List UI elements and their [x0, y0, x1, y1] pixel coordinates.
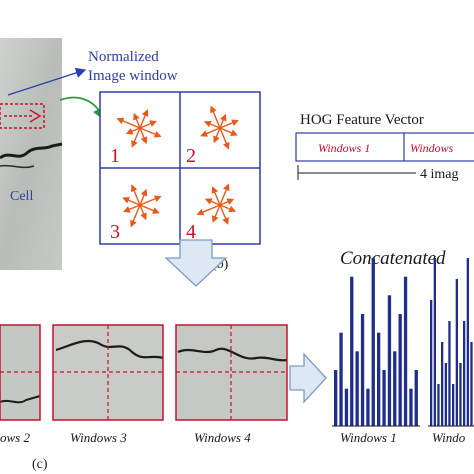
gradient-arrow [213, 127, 221, 144]
normalized-label-2: Image window [88, 68, 178, 84]
histogram-bar [452, 384, 455, 426]
window-images [0, 324, 288, 421]
panel-c-label: (c) [32, 457, 48, 472]
orientation-star-1 [116, 109, 162, 148]
gradient-arrow [139, 120, 157, 129]
gradient-arrow [116, 117, 141, 129]
gradient-arrow [123, 204, 141, 213]
normalized-label-1: Normalized [88, 49, 159, 65]
histogram-label-1: Windows 1 [340, 430, 397, 445]
gradient-arrow [219, 119, 239, 129]
cell-grid: 1 2 3 4 [99, 91, 261, 245]
gradient-arrow [211, 186, 221, 206]
histogram-bar [344, 388, 349, 426]
orientation-star-2 [200, 105, 239, 150]
histogram-bar [387, 295, 392, 426]
window-indicator [0, 103, 45, 129]
normalized-arrow [7, 67, 87, 96]
histogram-bar [444, 363, 447, 426]
window-label-3: Windows 3 [70, 430, 127, 445]
orientation-star-4 [196, 183, 237, 225]
histogram-bar [448, 321, 451, 426]
window-image-3 [52, 324, 164, 421]
gradient-arrow [203, 120, 221, 129]
histogram-bar [463, 321, 466, 426]
histogram-bar [459, 363, 462, 426]
gradient-arrow [139, 127, 162, 138]
grid-label-4: 4 [186, 221, 196, 243]
gradient-arrow [139, 204, 147, 221]
orientation-star-3 [122, 184, 162, 228]
gradient-arrow [204, 198, 221, 206]
gradient-arrow [130, 204, 141, 228]
gradient-arrow [131, 127, 141, 148]
vector-cell-1: Windows 1 [318, 141, 370, 155]
histogram-bar [393, 351, 397, 426]
histogram-bar [403, 276, 408, 426]
grid-label-3: 3 [110, 221, 120, 243]
grid-label-2: 2 [186, 145, 196, 167]
concatenated-title: Concatenated [340, 248, 446, 269]
histogram-bar [355, 351, 359, 426]
feature-vector: Windows 1 Windows 4 imag [295, 132, 474, 182]
histogram-bar [371, 258, 375, 426]
gradient-arrow [219, 127, 230, 150]
window-image-4 [175, 324, 288, 421]
histogram-bar [377, 332, 381, 426]
right-arrow [289, 352, 327, 404]
histogram-bar [441, 342, 444, 426]
histogram-bar [433, 258, 436, 426]
histogram-bar [398, 314, 402, 426]
histogram-bar [366, 388, 370, 426]
histogram-bar [382, 370, 386, 426]
histogram-bar [470, 342, 473, 426]
gradient-arrow [219, 204, 237, 213]
gradient-arrow [219, 113, 227, 129]
gradient-arrow [139, 188, 148, 206]
window-image-2 [0, 324, 41, 421]
gradient-arrow [219, 183, 230, 206]
gradient-arrow [212, 204, 221, 223]
vector-cell-2: Windows [410, 141, 454, 155]
histogram-bar [466, 258, 469, 426]
histogram-bar [334, 370, 338, 426]
cell-label: Cell [10, 189, 33, 204]
down-arrow [164, 239, 228, 287]
histogram-bar [430, 300, 433, 426]
gradient-arrow [219, 127, 238, 136]
histogram-bar [350, 276, 354, 426]
histogram-bar [409, 388, 413, 426]
histogram-bar [455, 279, 458, 426]
vector-span-label: 4 imag [420, 167, 459, 182]
grid-arrow [59, 96, 106, 122]
gradient-arrow [139, 109, 149, 129]
gradient-arrow [196, 204, 221, 216]
window-label-2: ows 2 [0, 430, 30, 445]
histogram-bar [339, 332, 343, 426]
gradient-arrow [219, 204, 229, 225]
histogram-bar [414, 370, 418, 426]
gradient-arrow [219, 198, 235, 206]
gradient-arrow [210, 105, 221, 129]
hog-title: HOG Feature Vector [300, 112, 424, 128]
gradient-arrow [125, 127, 141, 135]
gradient-arrow [139, 195, 162, 206]
gradient-arrow [200, 127, 221, 137]
histogram-bar [437, 384, 440, 426]
window-label-4: Windows 4 [194, 430, 251, 445]
gradient-arrow [139, 204, 160, 214]
source-image [0, 38, 63, 270]
gradient-arrow [133, 112, 141, 129]
histogram-label-2: Windo [432, 430, 466, 445]
gradient-arrow [130, 184, 141, 206]
histogram-windows-1 [334, 258, 418, 426]
gradient-arrow [122, 197, 141, 206]
grid-label-1: 1 [110, 145, 120, 167]
histogram-windows-2 [430, 258, 473, 426]
histogram-bar [360, 314, 365, 426]
gradient-arrow [139, 127, 148, 145]
